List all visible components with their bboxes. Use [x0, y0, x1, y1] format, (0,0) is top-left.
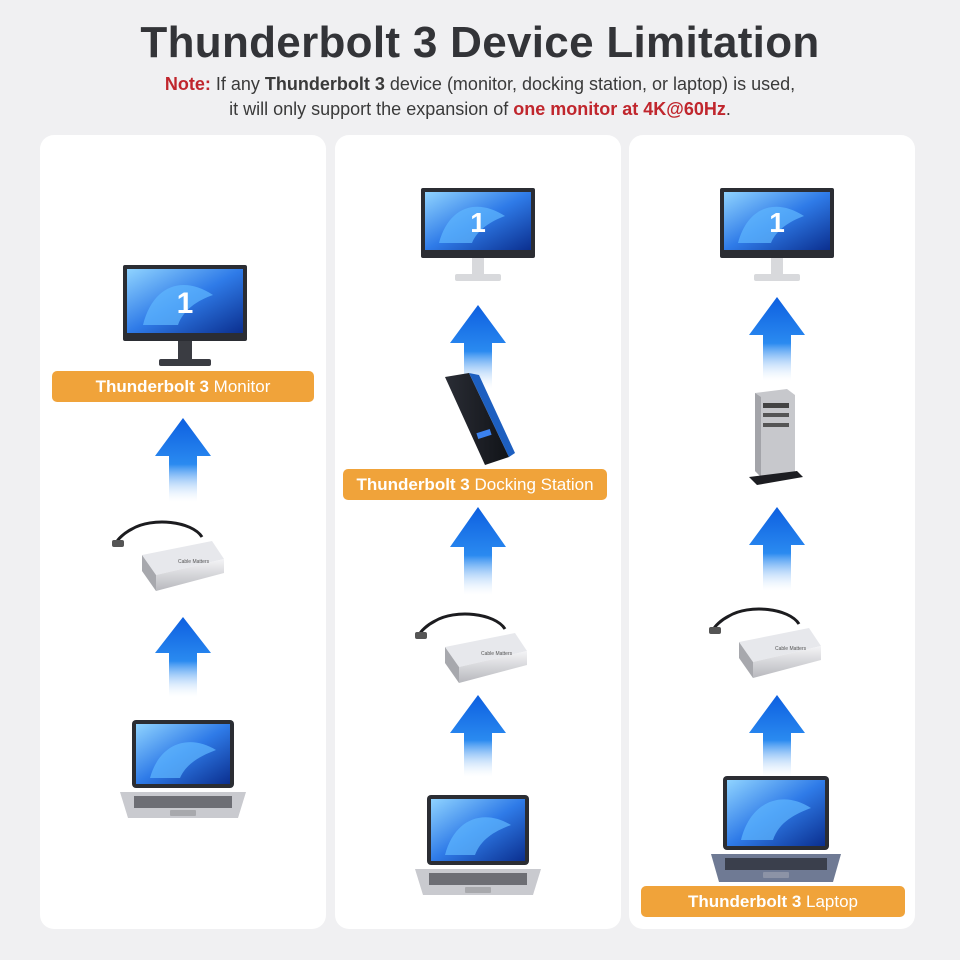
usb-hub-icon: Cable Matters	[112, 520, 224, 591]
panel-tb3-docking-station: 1 Thunderbolt 3 Docking Station Cable Ma…	[335, 135, 621, 929]
hub-brand: Cable Matters	[178, 559, 210, 565]
label-tb3-docking-station: Thunderbolt 3 Docking Station	[343, 469, 607, 500]
note-text: Note: If any Thunderbolt 3 device (monit…	[164, 74, 796, 119]
note-prefix: Note:	[164, 74, 211, 94]
docking-station-icon	[445, 373, 515, 465]
vertical-dock-icon	[749, 389, 803, 485]
arrow-up-icon	[450, 695, 506, 777]
hub-brand: Cable Matters	[775, 646, 807, 652]
label-tb3-monitor: Thunderbolt 3 Monitor	[52, 371, 314, 402]
hub-brand: Cable Matters	[481, 651, 513, 657]
arrow-up-icon	[450, 305, 506, 389]
page-title: Thunderbolt 3 Device Limitation	[140, 18, 820, 67]
arrow-up-icon	[749, 507, 805, 591]
laptop-icon	[120, 720, 246, 818]
note-tb3: Thunderbolt 3	[264, 74, 385, 94]
monitor-number: 1	[470, 207, 486, 238]
arrow-up-icon	[749, 297, 805, 381]
arrow-up-icon	[155, 617, 211, 697]
usb-hub-icon: Cable Matters	[709, 607, 821, 678]
panel-tb3-monitor: 1 Thunderbolt 3 Monitor Cable Matters	[40, 135, 326, 929]
monitor-number: 1	[177, 287, 194, 320]
monitor-icon: 1	[421, 188, 535, 281]
laptop-icon	[415, 795, 541, 895]
usb-hub-icon: Cable Matters	[415, 612, 527, 683]
label-tb3-laptop: Thunderbolt 3 Laptop	[641, 886, 905, 917]
laptop-icon	[711, 776, 841, 882]
note-highlight: one monitor at 4K@60Hz	[513, 99, 726, 119]
arrow-up-icon	[155, 418, 211, 502]
monitor-icon: 1	[720, 188, 834, 281]
monitor-number: 1	[769, 207, 785, 238]
monitor-icon: 1	[123, 265, 247, 366]
panel-tb3-laptop: 1 Cable Matters Thunderbolt 3 Laptop	[629, 135, 915, 929]
arrow-up-icon	[450, 507, 506, 595]
arrow-up-icon	[749, 695, 805, 777]
